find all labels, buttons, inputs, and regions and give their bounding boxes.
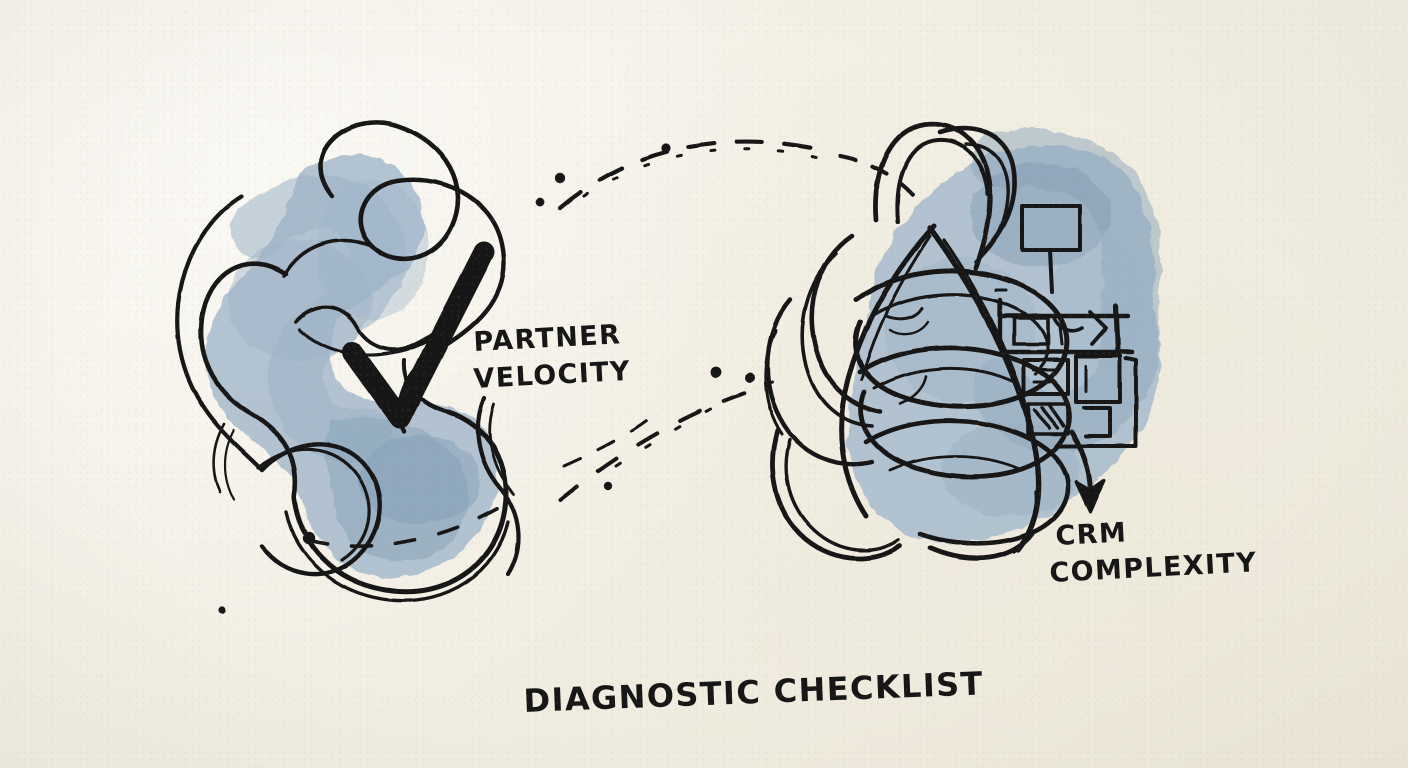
partner-velocity-blob (175, 120, 521, 603)
crm-complexity-scribble (763, 121, 1072, 561)
label-partner: PARTNER (473, 319, 622, 358)
caption: DIAGNOSTIC CHECKLIST (523, 664, 985, 720)
annotations: PARTNER VELOCITY CRM COMPLEXITY DIAGNOST… (473, 319, 1258, 720)
down-arrow-icon (1069, 429, 1106, 514)
tangled-boxes-icon (994, 204, 1138, 448)
label-complexity: COMPLEXITY (1049, 547, 1258, 589)
label-velocity: VELOCITY (473, 356, 632, 395)
checkmark-icon (341, 241, 495, 429)
label-crm: CRM (1055, 517, 1128, 552)
dashed-connector-arc (306, 139, 916, 548)
connector-dots (218, 143, 755, 614)
